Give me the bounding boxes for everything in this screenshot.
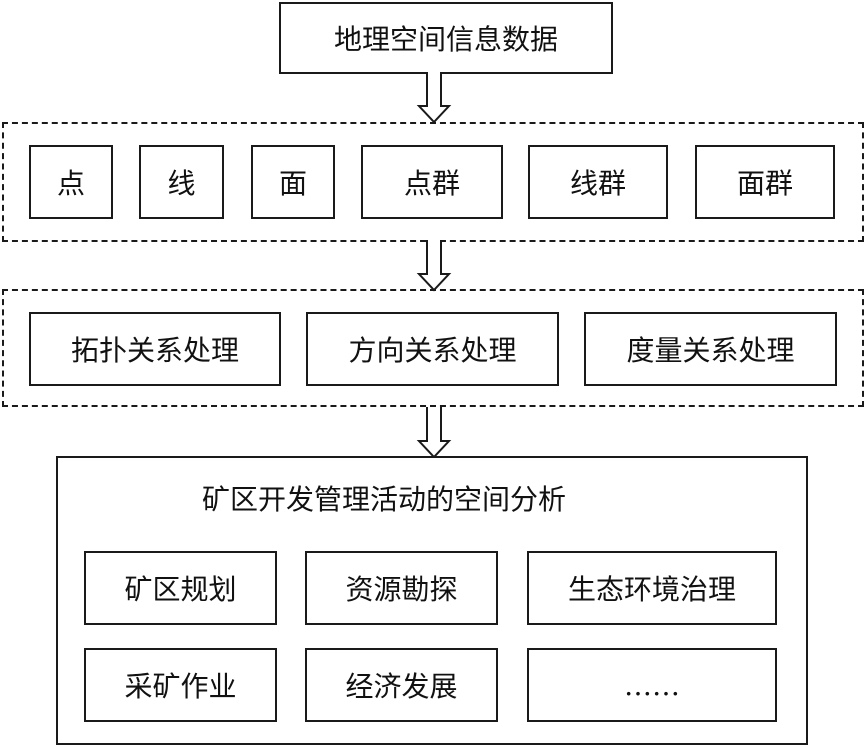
source-box: 地理空间信息数据 bbox=[279, 2, 613, 74]
geometry-item-label: 点群 bbox=[403, 167, 460, 200]
relations-group bbox=[2, 289, 864, 407]
relation-item-label: 方向关系处理 bbox=[348, 334, 517, 367]
relation-item-label: 拓扑关系处理 bbox=[70, 334, 239, 367]
geometry-item-point-group: 点群 bbox=[361, 145, 503, 219]
analysis-item-eco-governance: 生态环境治理 bbox=[527, 551, 777, 625]
source-label: 地理空间信息数据 bbox=[333, 23, 558, 56]
geometry-item-label: 面 bbox=[278, 167, 307, 200]
analysis-item-mining-operations: 采矿作业 bbox=[84, 648, 277, 722]
relation-item-metric: 度量关系处理 bbox=[584, 312, 837, 386]
geometry-item-label: 点 bbox=[56, 167, 85, 200]
geometry-item-label: 线 bbox=[167, 167, 196, 200]
analysis-title: 矿区开发管理活动的空间分析 bbox=[202, 483, 567, 516]
analysis-item-more: …… bbox=[527, 648, 777, 722]
analysis-item-economic-development: 经济发展 bbox=[305, 648, 498, 722]
analysis-item-resource-exploration: 资源勘探 bbox=[305, 551, 498, 625]
analysis-item-label: 生态环境治理 bbox=[567, 573, 736, 606]
analysis-item-label: 经济发展 bbox=[345, 670, 458, 703]
geometry-item-line: 线 bbox=[139, 145, 224, 219]
geometry-item-area: 面 bbox=[251, 145, 335, 219]
geometry-item-area-group: 面群 bbox=[695, 145, 835, 219]
analysis-item-label: 矿区规划 bbox=[124, 573, 237, 606]
geometry-item-point: 点 bbox=[29, 145, 113, 219]
down-arrow-icon bbox=[416, 72, 452, 124]
geometry-item-label: 线群 bbox=[569, 167, 626, 200]
down-arrow-icon bbox=[416, 407, 452, 459]
relation-item-direction: 方向关系处理 bbox=[306, 312, 559, 386]
relation-item-topology: 拓扑关系处理 bbox=[29, 312, 281, 386]
geometry-item-label: 面群 bbox=[736, 167, 793, 200]
relation-item-label: 度量关系处理 bbox=[626, 334, 795, 367]
analysis-item-label: …… bbox=[624, 668, 680, 702]
geometry-item-line-group: 线群 bbox=[528, 145, 668, 219]
analysis-item-mine-planning: 矿区规划 bbox=[84, 551, 277, 625]
down-arrow-icon bbox=[416, 240, 452, 292]
analysis-item-label: 采矿作业 bbox=[124, 670, 237, 703]
analysis-item-label: 资源勘探 bbox=[345, 573, 458, 606]
